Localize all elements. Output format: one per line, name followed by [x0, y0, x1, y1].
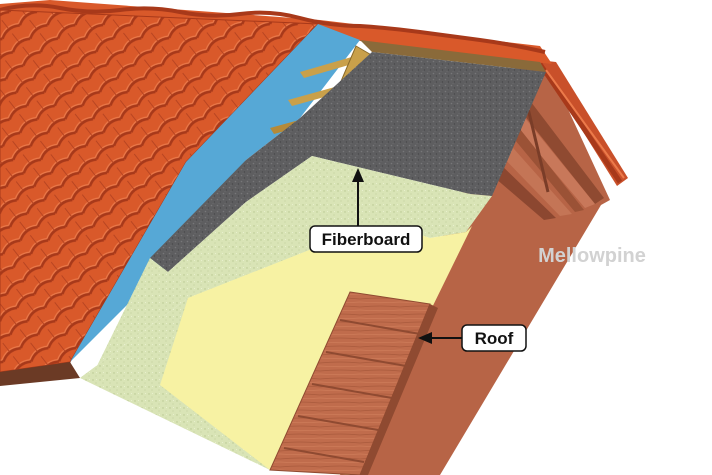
fiberboard-label-box [309, 225, 423, 253]
watermark: Mellowpine [538, 245, 646, 267]
fiberboard-layer [80, 156, 492, 378]
wood-roof-deck [269, 291, 438, 475]
eave-shadow [0, 362, 80, 386]
arrow-left-icon [418, 332, 432, 344]
roof-label-box [461, 324, 527, 352]
roof-callout: Roof [418, 324, 527, 352]
arrow-up-icon [352, 168, 364, 182]
roof-label: Roof [475, 329, 514, 348]
fiberboard-callout: Fiberboard [309, 168, 423, 253]
top-edge-strip [360, 40, 546, 72]
insulation-left [165, 238, 340, 420]
ridge-tiles-right [537, 60, 628, 186]
fiberboard-label: Fiberboard [322, 230, 411, 249]
roofing-felt [150, 52, 546, 272]
